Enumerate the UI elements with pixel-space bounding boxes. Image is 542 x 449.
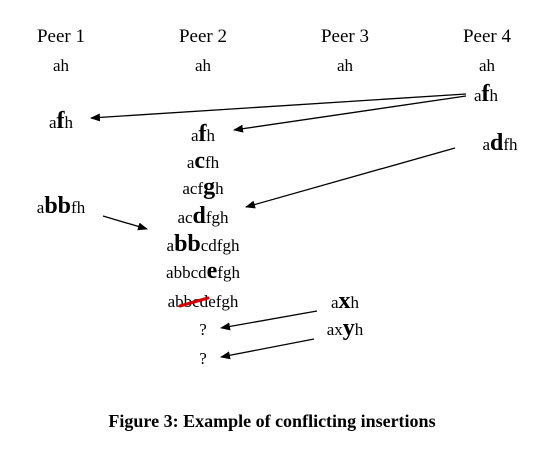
peer-2-state-acfh: acfh xyxy=(187,148,220,174)
peer-4-state-afh: afh xyxy=(474,81,499,107)
peer-2-state-afh: afh xyxy=(191,121,216,147)
deletion-strike-mark xyxy=(178,296,210,308)
peer-4-state-adfh: adfh xyxy=(482,130,518,156)
arrow-peer4-afh-to-peer2 xyxy=(233,95,467,133)
arrow-peer3-axh-to-peer2 xyxy=(220,310,318,331)
peer-4-header: Peer 4 xyxy=(463,26,512,47)
peer-3-header: Peer 3 xyxy=(321,26,369,47)
peer-2-state-abbcdefgh: abbcdefgh xyxy=(166,258,240,284)
peer-2-state-abbefgh-deleted-cd: abbcdefgh xyxy=(168,292,239,311)
peer-4-initial: ah xyxy=(479,56,496,75)
peer-1-state-abbfh: abbfh xyxy=(37,193,86,219)
peer-2-header: Peer 2 xyxy=(179,26,227,47)
peer-2-initial: ah xyxy=(195,56,212,75)
peer-1-state-afh: afh xyxy=(49,108,74,134)
peer-1-header: Peer 1 xyxy=(37,26,85,47)
peer-2-state-abbcdfgh: abbcdfgh xyxy=(167,231,240,257)
arrow-peer4-adfh-to-peer2 xyxy=(245,147,456,209)
figure-caption: Figure 3: Example of conflicting inserti… xyxy=(108,411,435,431)
peer-3-state-axyh: axyh xyxy=(327,315,364,341)
arrow-peer1-abbfh-to-peer2 xyxy=(102,215,148,231)
peer-1-initial: ah xyxy=(53,56,70,75)
arrow-peer4-afh-to-peer1 xyxy=(90,93,467,122)
peer-2-unknown-state-1: ? xyxy=(199,320,207,339)
peer-2-state-acfgh: acfgh xyxy=(182,174,224,200)
peer-2-unknown-state-2: ? xyxy=(199,349,207,368)
arrow-peer3-axyh-to-peer2 xyxy=(220,338,315,360)
peer-2-state-acdfgh: acdfgh xyxy=(177,203,229,229)
peer-3-state-axh: axh xyxy=(331,288,360,314)
peer-3-initial: ah xyxy=(337,56,354,75)
